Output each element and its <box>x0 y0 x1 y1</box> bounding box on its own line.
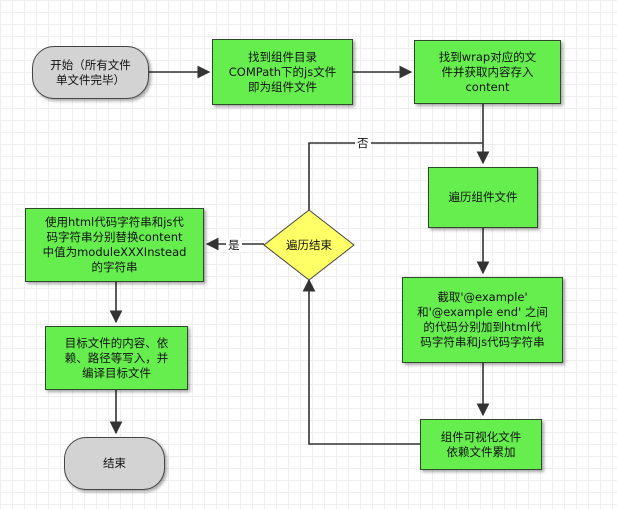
accumulate-node: 组件可视化文件 依赖文件累加 <box>420 419 542 470</box>
decision-diamond-shape <box>263 209 355 281</box>
find-wrap-node: 找到wrap对应的文 件并获取内容存入 content <box>414 40 561 104</box>
edge-label-yes: 是 <box>226 238 242 252</box>
write-node: 目标文件的内容、依 赖、路径等写入，并 编译目标文件 <box>45 326 188 390</box>
extract-node: 截取'@example' 和'@example end' 之间 的代码分别加到h… <box>402 277 563 363</box>
decision-label: 遍历结束 <box>286 237 332 252</box>
iterate-node: 遍历组件文件 <box>428 167 538 228</box>
start-node: 开始（所有文件 单文件完毕） <box>32 46 149 99</box>
edge-label-no: 否 <box>355 136 371 150</box>
end-node: 结束 <box>64 437 165 490</box>
arrow-accumulate-to-decision <box>302 278 420 445</box>
find-components-node: 找到组件目录 COMPath下的js文件 即为组件文件 <box>212 39 353 105</box>
replace-node: 使用html代码字符串和js代 码字符串分别替换content 中值为modul… <box>25 208 204 282</box>
arrow-decision-no-loop <box>308 142 483 210</box>
